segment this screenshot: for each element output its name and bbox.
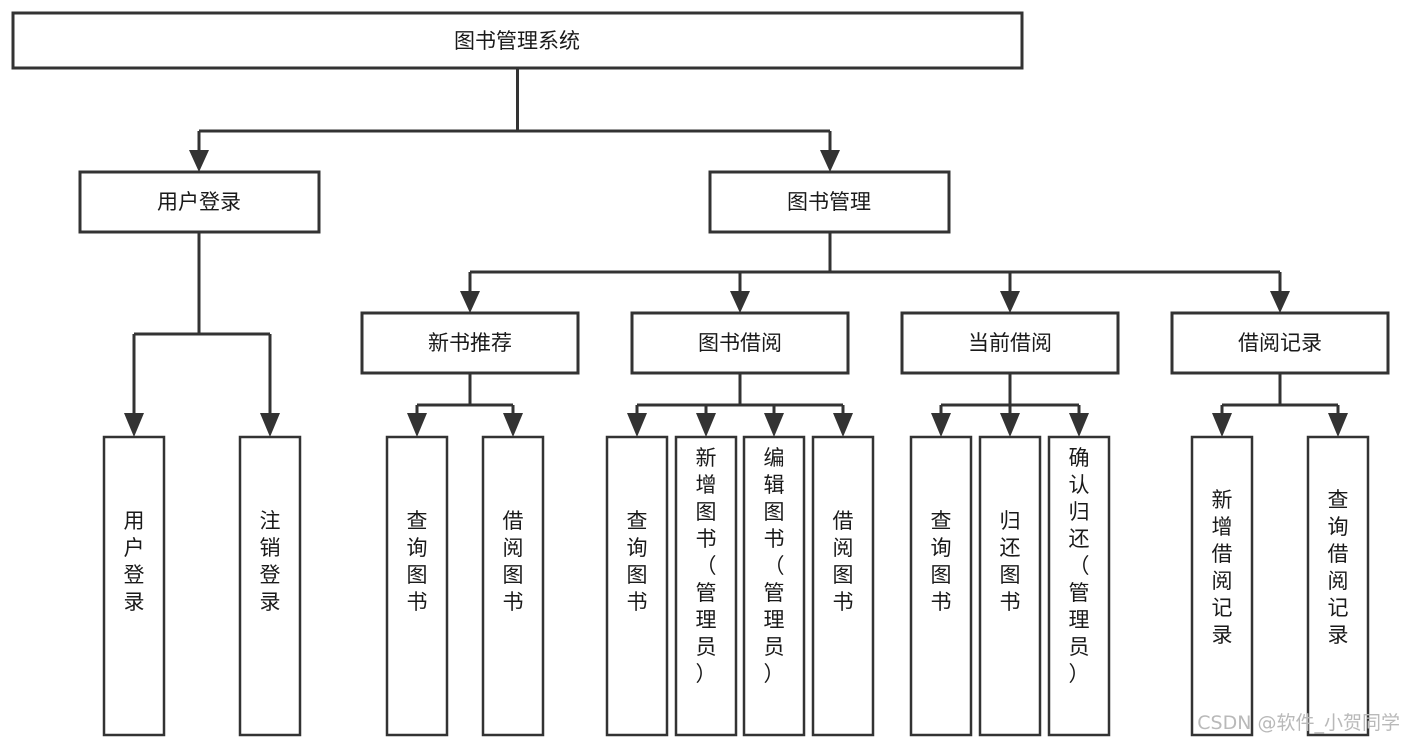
leaf-confirm-return[interactable]: 确认归还（管理员）: [1047, 435, 1111, 737]
leaf-edit-book-box[interactable]: [742, 435, 806, 737]
leaf-logout[interactable]: 注销登录: [238, 435, 302, 737]
node-user-login[interactable]: 用户登录: [78, 170, 321, 234]
node-root-box[interactable]: [11, 11, 1024, 70]
arrow-current-borrow-leaf2: [1000, 413, 1020, 437]
arrow-to-book-management: [820, 150, 840, 172]
leaf-borrow-book-2-label: 借阅图书: [833, 509, 854, 614]
arrow-user-login-leaf2: [260, 413, 280, 437]
node-borrow-record-box[interactable]: [1170, 311, 1390, 375]
leaf-borrow-book-1-box[interactable]: [481, 435, 545, 737]
node-book-borrow-label: 图书借阅: [698, 331, 782, 355]
arrow-user-login-leaf1: [124, 413, 144, 437]
node-root[interactable]: 图书管理系统: [11, 11, 1024, 70]
arrow-to-book-borrow: [730, 291, 750, 313]
arrow-book-borrow-leaf3: [764, 413, 784, 437]
leaf-query-book-2-box[interactable]: [605, 435, 669, 737]
arrow-current-borrow-leaf3: [1069, 413, 1089, 437]
node-user-login-label: 用户登录: [157, 190, 241, 214]
arrow-book-borrow-leaf2: [696, 413, 716, 437]
arrow-book-borrow-leaf1: [627, 413, 647, 437]
leaf-add-record-box[interactable]: [1190, 435, 1254, 737]
node-new-book-recommend-label: 新书推荐: [428, 331, 512, 355]
leaf-edit-book-label: 编辑图书（管理员）: [764, 446, 785, 686]
node-user-login-box[interactable]: [78, 170, 321, 234]
leaf-query-book-3-label: 查询图书: [931, 509, 952, 614]
leaf-confirm-return-box[interactable]: [1047, 435, 1111, 737]
leaf-borrow-book-2[interactable]: 借阅图书: [811, 435, 875, 737]
leaf-query-book-3[interactable]: 查询图书: [909, 435, 973, 737]
node-book-management[interactable]: 图书管理: [708, 170, 951, 234]
leaf-confirm-return-label: 确认归还（管理员）: [1069, 446, 1090, 686]
arrow-to-borrow-record: [1270, 291, 1290, 313]
node-new-book-recommend[interactable]: 新书推荐: [360, 311, 580, 375]
arrow-to-new-book: [460, 291, 480, 313]
leaf-borrow-book-1[interactable]: 借阅图书: [481, 435, 545, 737]
arrow-book-borrow-leaf4: [833, 413, 853, 437]
leaf-user-login-label: 用户登录: [124, 509, 145, 614]
leaf-user-login[interactable]: 用户登录: [102, 435, 166, 737]
leaf-user-login-box[interactable]: [102, 435, 166, 737]
leaf-edit-book[interactable]: 编辑图书（管理员）: [742, 435, 806, 737]
leaf-return-book-label: 归还图书: [1000, 509, 1021, 614]
node-borrow-record[interactable]: 借阅记录: [1170, 311, 1390, 375]
leaf-query-record-box[interactable]: [1306, 435, 1370, 737]
leaf-query-book-2[interactable]: 查询图书: [605, 435, 669, 737]
arrow-new-book-leaf2: [503, 413, 523, 437]
csdn-watermark: CSDN @软件_小贺同学: [1197, 712, 1400, 734]
leaf-query-book-1[interactable]: 查询图书: [385, 435, 449, 737]
arrow-to-user-login: [189, 150, 209, 172]
leaf-add-book[interactable]: 新增图书（管理员）: [674, 435, 738, 737]
node-book-management-label: 图书管理: [787, 190, 871, 214]
node-book-borrow-box[interactable]: [630, 311, 850, 375]
leaf-query-book-1-box[interactable]: [385, 435, 449, 737]
leaf-query-book-3-box[interactable]: [909, 435, 973, 737]
arrow-new-book-leaf1: [407, 413, 427, 437]
arrow-borrow-record-leaf2: [1328, 413, 1348, 437]
node-borrow-record-label: 借阅记录: [1238, 331, 1322, 355]
arrow-borrow-record-leaf1: [1212, 413, 1232, 437]
node-current-borrow-label: 当前借阅: [968, 331, 1052, 355]
node-current-borrow-box[interactable]: [900, 311, 1120, 375]
node-book-borrow[interactable]: 图书借阅: [630, 311, 850, 375]
node-root-label: 图书管理系统: [454, 29, 580, 53]
arrow-current-borrow-leaf1: [931, 413, 951, 437]
leaf-logout-label: 注销登录: [260, 509, 281, 614]
leaf-add-book-label: 新增图书（管理员）: [696, 446, 717, 686]
leaf-add-record-label: 新增借阅记录: [1212, 488, 1233, 647]
node-current-borrow[interactable]: 当前借阅: [900, 311, 1120, 375]
leaf-logout-box[interactable]: [238, 435, 302, 737]
leaf-query-book-1-label: 查询图书: [407, 509, 428, 614]
leaf-borrow-book-2-box[interactable]: [811, 435, 875, 737]
leaf-add-book-box[interactable]: [674, 435, 738, 737]
leaf-return-book-box[interactable]: [978, 435, 1042, 737]
leaf-add-record[interactable]: 新增借阅记录: [1190, 435, 1254, 737]
leaf-query-record-label: 查询借阅记录: [1328, 488, 1349, 647]
arrow-to-current-borrow: [1000, 291, 1020, 313]
leaf-query-record[interactable]: 查询借阅记录: [1306, 435, 1370, 737]
leaf-return-book[interactable]: 归还图书: [978, 435, 1042, 737]
leaf-query-book-2-label: 查询图书: [627, 509, 648, 614]
node-book-management-box[interactable]: [708, 170, 951, 234]
connector-layer: [124, 68, 1348, 437]
leaf-borrow-book-1-label: 借阅图书: [503, 509, 524, 614]
node-new-book-recommend-box[interactable]: [360, 311, 580, 375]
